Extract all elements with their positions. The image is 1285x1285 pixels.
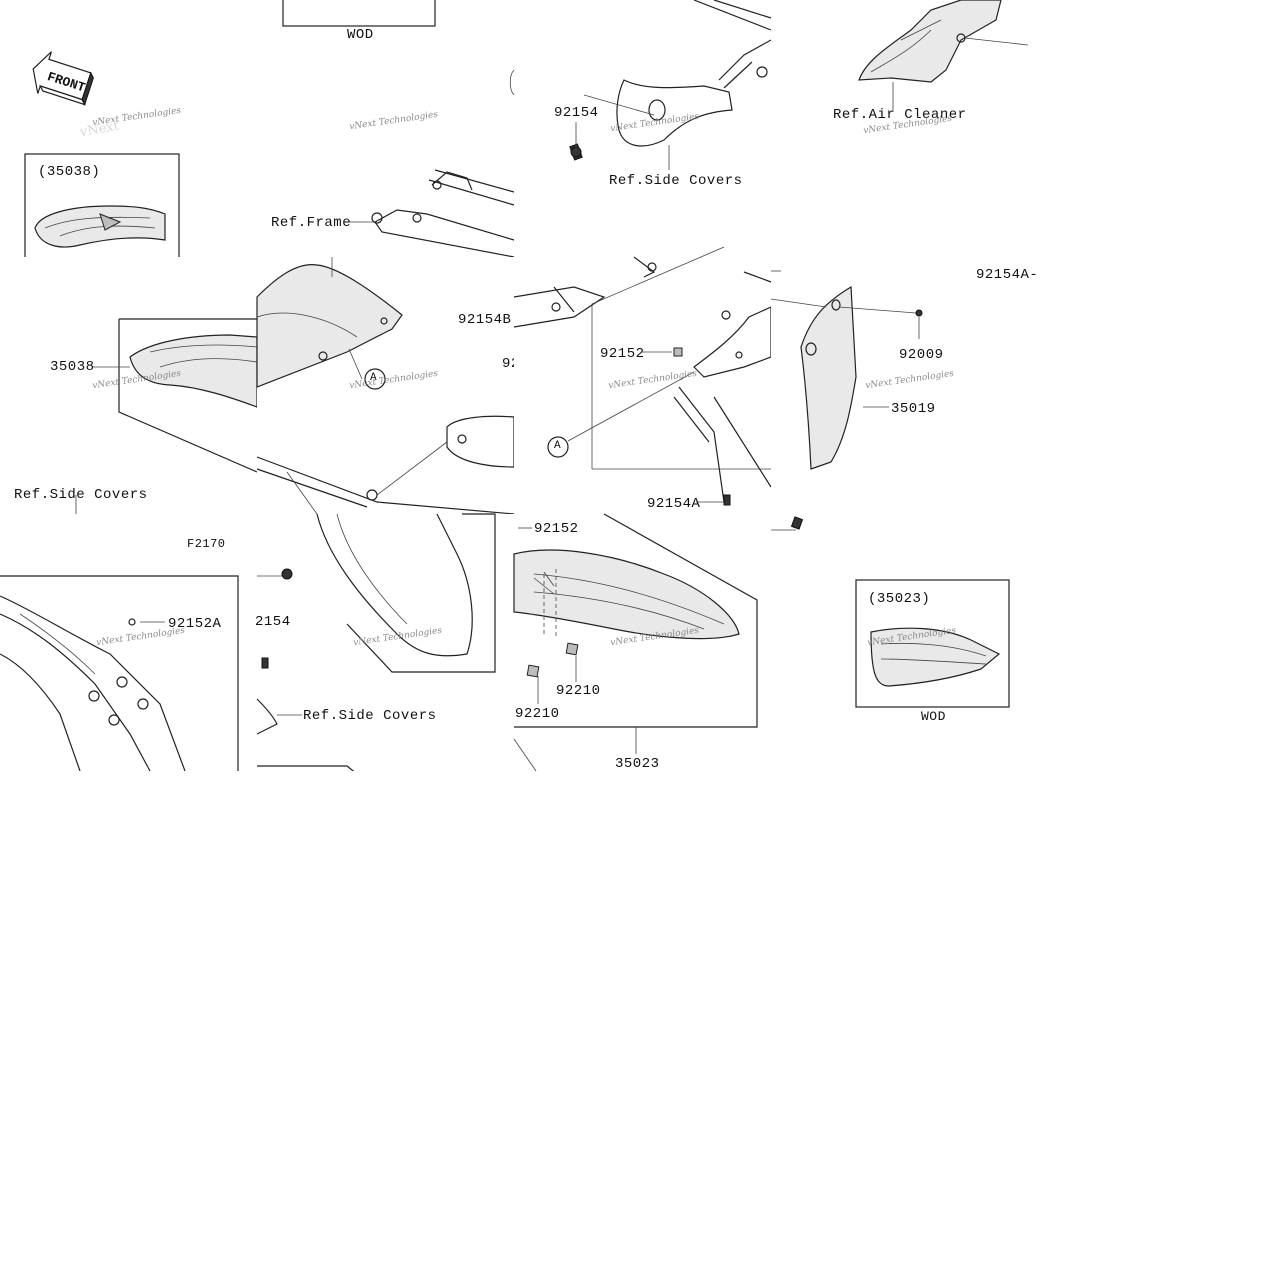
tile-front-fender-side: 2154 Ref.Side Covers vNext Technologies: [255, 513, 514, 775]
tile-empty: [1028, 0, 1285, 257]
part-92210: 92210: [515, 706, 560, 722]
variant-label-35038: (35038): [38, 164, 101, 180]
tile-empty: [1028, 1028, 1285, 1285]
diagram-code: F2170: [187, 537, 226, 551]
variant-label-35023: (35023): [868, 591, 931, 607]
part-92154A: 92154A: [647, 496, 701, 512]
tile-empty: [771, 1028, 1028, 1285]
tile-front-indicator: FRONT (35038) vNext Technologies vNext: [0, 0, 257, 265]
marker-a: A: [370, 372, 378, 384]
part-35038: 35038: [50, 359, 95, 375]
part-92152: 92152: [534, 521, 579, 537]
part-92210: 92210: [556, 683, 601, 699]
variant-box-35023: [855, 579, 1010, 708]
part-92152A: 92152A: [168, 616, 222, 632]
ref-side-covers-label: Ref.Side Covers: [609, 173, 743, 189]
tile-side-cover-top: 92154 Ref.Side Covers vNext Technologies: [509, 0, 772, 257]
ref-side-covers-label: Ref.Side Covers: [303, 708, 437, 724]
fender-thumbnail-35038: [34, 205, 166, 248]
tile-rear-fender-variant: (35023) WOD vNext Technologies: [771, 514, 1028, 771]
tile-callout-edge: 92154A-: [976, 257, 1285, 514]
part-92154A-edge: 92154A-: [976, 267, 1039, 283]
tile-empty: [771, 771, 1028, 1028]
tile-front-fender: 35038 Ref.Side Covers vNext Technologies: [0, 257, 258, 514]
ref-frame-label: Ref.Frame: [271, 215, 352, 231]
wod-label-top: WOD: [347, 27, 374, 43]
part-35019: 35019: [891, 401, 936, 417]
tile-empty: [257, 1028, 514, 1285]
tile-rear-frame: 92152 A 92154A vNext Technologies: [513, 246, 772, 514]
tile-empty: [0, 771, 257, 1028]
tile-front-fender-detail: F2170 92152A vNext Technologies: [0, 514, 257, 772]
tile-side-number-plate: 92009 35019 vNext Technologies: [770, 257, 1028, 528]
marker-a: A: [554, 440, 562, 452]
tile-rear-fender: 92152 92210 92210 35023 vNext Technologi…: [513, 513, 771, 772]
part-92152: 92152: [600, 346, 645, 362]
part-92009: 92009: [899, 347, 944, 363]
tile-empty: [257, 771, 514, 1028]
ref-side-covers-label: Ref.Side Covers: [14, 487, 148, 503]
part-92154: 2154: [255, 614, 291, 630]
part-35023: 35023: [615, 756, 660, 772]
part-92154: 92154: [554, 105, 599, 121]
ref-air-cleaner-label: Ref.Air Cleaner: [833, 107, 967, 123]
tile-empty: [1028, 514, 1285, 771]
part-92154B: 92154B: [458, 312, 512, 328]
tile-number-plate: 92154B 92 A vNext Technologies: [256, 257, 519, 515]
tile-frame-top: WOD Ref.Frame vNext Technologies: [257, 0, 515, 258]
front-arrow-label: FRONT: [45, 69, 87, 95]
wod-label-right: WOD: [921, 709, 946, 724]
tile-empty: [0, 1028, 257, 1285]
tile-empty: [514, 1028, 771, 1285]
tile-air-cleaner: Ref.Air Cleaner vNext Technologies: [771, 0, 1029, 257]
tile-empty: [1028, 771, 1285, 1028]
marker-a-circle: [364, 368, 386, 390]
front-arrow-icon: FRONT: [32, 51, 94, 106]
tile-empty: [514, 771, 771, 1028]
marker-a-circle: [547, 436, 569, 458]
